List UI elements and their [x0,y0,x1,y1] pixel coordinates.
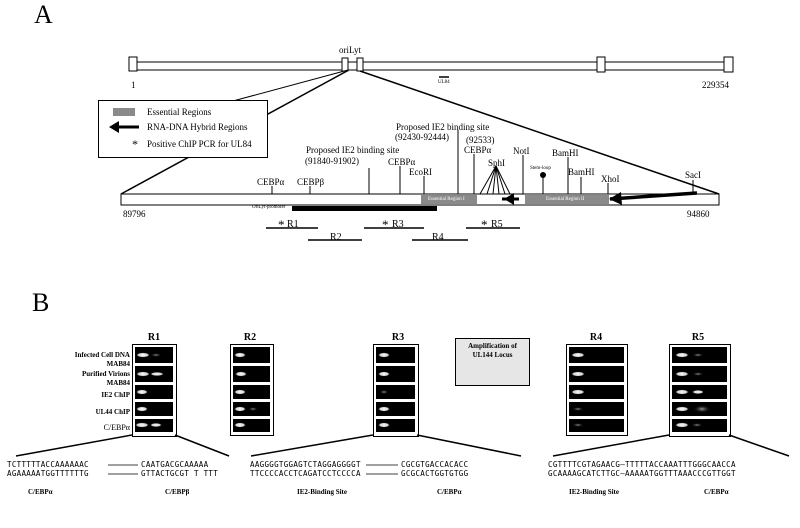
seq2-bottom-right: GCGCACTGGTGTGG [401,469,469,478]
site-sphi: SphI [488,158,506,168]
panel-a-letter: A [34,0,53,29]
hybrid-arrow-1 [504,193,514,205]
pcr-r1-star: * [278,217,285,232]
seq3-bottom: GCAAAAGCATCTTGC—AAAAATGGTTTAAACCCGTTGGT [548,469,736,478]
gel-r5-lanes [672,347,727,432]
pcr-r2-label: R2 [330,232,342,243]
seq1-bottom-left: AGAAAAATGGTTTTTTG [7,469,89,478]
site-noti: NotI [513,146,530,156]
amplification-title-1: Amplification of [468,342,517,350]
genome-end-label: 229354 [702,80,729,90]
essential-region-1 [421,195,477,204]
seq1-top-left: TCTTTTTACCAAAAAAC [7,460,89,469]
gel-header-r3: R3 [391,332,405,343]
site-ecori: EcoRI [409,167,432,177]
seq1-bottom-right: GTTACTGCGT T TTT [141,469,219,478]
row-label-ul44-chip: UL44 ChIP [95,408,130,416]
site-bamhi-1: BamHI [552,148,579,158]
panel-a-diagram [120,56,734,241]
legend-essential-swatch [113,108,135,116]
hybrid-arrow-2 [609,192,622,205]
row-label-virions-2: MAB84 [106,379,130,387]
orilyt-promoter-label: OriLyt-promoter [252,205,286,210]
pcr-r3-label: R3 [392,219,404,230]
gel-header-r4: R4 [589,332,603,343]
site-saci: SacI [685,170,701,180]
seq-label-ie2-2: IE2-Binding Site [569,488,619,496]
legend-chip-label: Positive ChIP PCR for UL84 [147,139,252,149]
site-ie2-1-coords: (91840-91902) [305,156,359,166]
genome-end-cap-left [128,56,138,72]
genome-end-cap-right [723,56,734,73]
seq-label-cebpb: C/EBPβ [165,488,190,496]
gel-r2-lanes [233,347,270,432]
essential-region-2 [525,195,609,204]
gel-r1-lanes [135,347,173,432]
row-label-virions-1: Purified Virions [81,370,130,378]
legend-star-icon: * [132,137,138,151]
site-ie2-2-title: Proposed IE2 binding site [396,122,490,132]
seq2-top-right: CGCGTGACCACACC [401,460,469,469]
genome-start-label: 1 [131,80,136,90]
row-label-infected-1: Infected Cell DNA [74,351,130,359]
gel-r4-lanes [569,347,624,432]
stem-loop-symbol [540,172,546,178]
pcr-r1-label: R1 [287,219,299,230]
zoom-end-label: 94860 [687,209,710,219]
row-label-ie2-chip: IE2 ChIP [101,391,130,399]
seq-label-cebpa-3: C/EBPα [704,488,729,496]
site-ie2-2-coords: (92430-92444) [395,132,449,142]
amplification-title-2: UL144 Locus [472,351,513,359]
seq-label-cebpa-1: C/EBPα [28,488,53,496]
site-92533: (92533) [466,135,495,145]
seq2-bottom-left: TTCCCCACCTCAGATCCTCCCCA [250,469,361,478]
gel-r3-lanes [376,347,415,432]
seq3-top: CGTTTTCGTAGAACG—TTTTTACCAAATTTGGGCAACCA [548,460,736,469]
site-stem-loop: Stem-loop [530,166,551,171]
row-label-cebpa: C/EBPα [103,423,130,432]
row-label-infected-2: MAB84 [106,360,130,368]
gel-header-r2: R2 [243,332,257,343]
seq2-top-left: AAGGGGTGGAGTCTAGGAGGGGT [250,460,361,469]
legend-box: Essential Regions RNA-DNA Hybrid Regions… [98,100,268,158]
pcr-r5-star: * [481,217,488,232]
orilyt-promoter [292,206,437,211]
zoom-bar [120,193,720,206]
orilyt-label: oriLyt [339,45,361,55]
seq-label-cebpa-2: C/EBPα [437,488,462,496]
amplification-box: Amplification of UL144 Locus [455,338,530,386]
site-xhoi: XhoI [601,174,620,184]
panel-b-letter: B [32,288,50,317]
pcr-r4-label: R4 [432,232,444,243]
gel-header-r1: R1 [147,332,161,343]
zoom-start-label: 89796 [123,209,146,219]
legend-hybrid-label: RNA-DNA Hybrid Regions [147,122,248,132]
essential-region-1-label: Essential Region I [428,197,465,202]
site-cebpa-2: CEBPα [388,157,416,167]
site-cebpb: CEBPβ [297,177,325,187]
pcr-r3-star: * [382,217,389,232]
site-bamhi-2: BamHI [568,167,595,177]
ul84-label: UL84 [438,80,450,85]
seq-label-ie2-1: IE2-Binding Site [297,488,347,496]
genome-cap-3 [596,56,606,73]
legend-arrow-icon [109,121,139,133]
essential-region-2-label: Essential Region II [546,197,585,202]
legend-essential-label: Essential Regions [147,107,212,117]
pcr-r5-label: R5 [491,219,503,230]
gel-header-r5: R5 [691,332,705,343]
site-cebpa-3: CEBPα [464,145,492,155]
site-ie2-1-title: Proposed IE2 binding site [306,145,400,155]
site-cebpa-1: CEBPα [257,177,285,187]
seq1-top-right: CAATGACGCAAAAA [141,460,209,469]
